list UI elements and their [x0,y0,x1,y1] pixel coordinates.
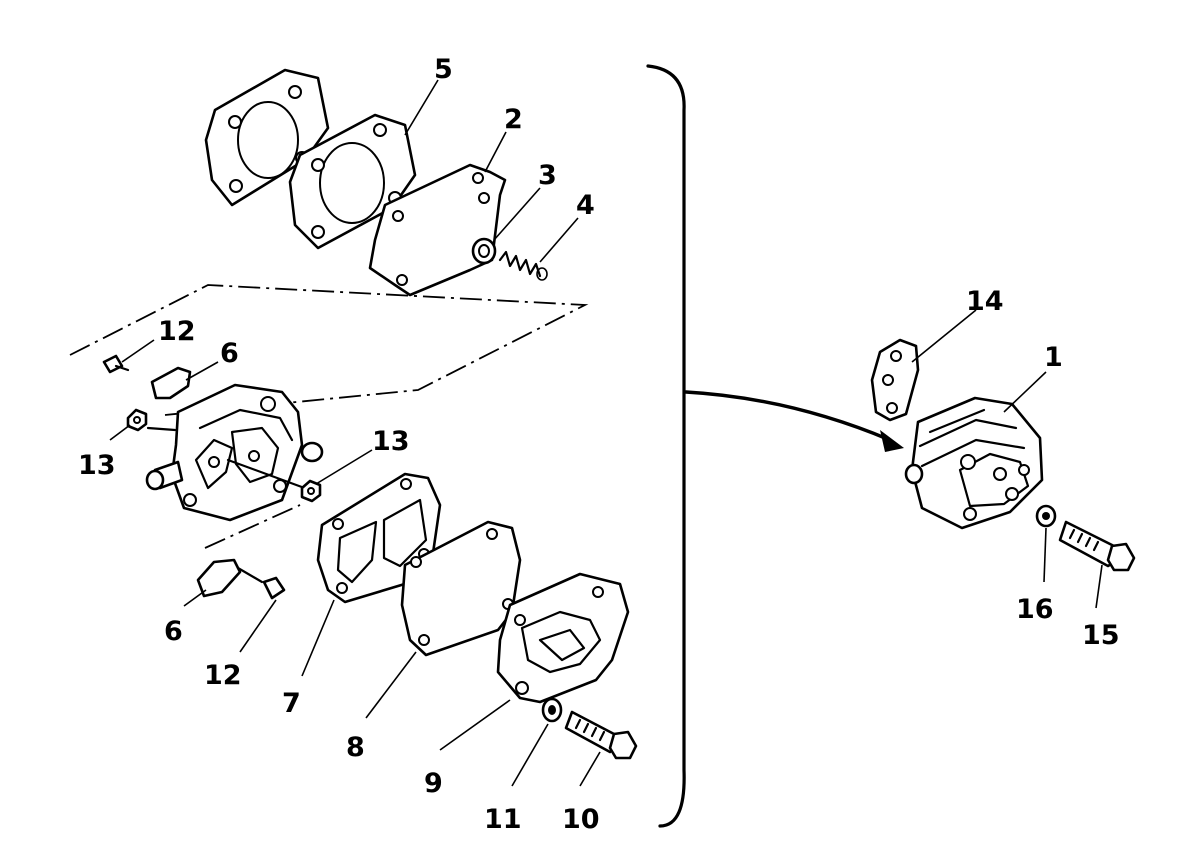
washer-16 [1035,504,1057,528]
washer-11 [541,697,563,723]
callout-9: 9 [424,768,443,799]
gasket-5 [288,113,417,250]
screw-12-lower [262,576,286,600]
check-valve-3 [471,237,497,265]
alignment-line-lower [204,504,301,549]
callout-6-lower: 6 [164,616,183,647]
fuel-pump-assembly-1 [904,396,1044,530]
callout-10: 10 [562,804,600,835]
screw-10 [564,710,638,760]
assembly-arrow [684,390,904,452]
callout-4: 4 [576,190,595,221]
callout-7: 7 [282,688,301,719]
callout-13-right: 13 [372,426,410,457]
callout-12-upper: 12 [158,316,196,347]
callout-5: 5 [434,54,453,85]
screw-15 [1058,520,1136,572]
cover-6-upper [150,366,192,400]
callout-3: 3 [538,160,557,191]
callout-14: 14 [966,286,1004,317]
pump-body [145,383,324,522]
callout-16: 16 [1016,594,1054,625]
callout-15: 15 [1082,620,1120,651]
spring-4 [498,250,548,281]
nut-13-right [300,479,322,503]
leader-lines [109,79,1103,787]
outer-cover-9 [496,572,630,704]
callout-1: 1 [1044,342,1063,373]
screw-12-upper [102,354,130,374]
gasket-14 [870,338,920,422]
callout-13-left: 13 [78,450,116,481]
cover-6-lower [196,558,264,598]
callout-2: 2 [504,104,523,135]
callout-6-upper: 6 [220,338,239,369]
callout-11: 11 [484,804,522,835]
callout-8: 8 [346,732,365,763]
alignment-line-upper [69,284,589,416]
nut-13-left [126,408,148,432]
callout-12-lower: 12 [204,660,242,691]
assembly-bracket [646,64,686,828]
